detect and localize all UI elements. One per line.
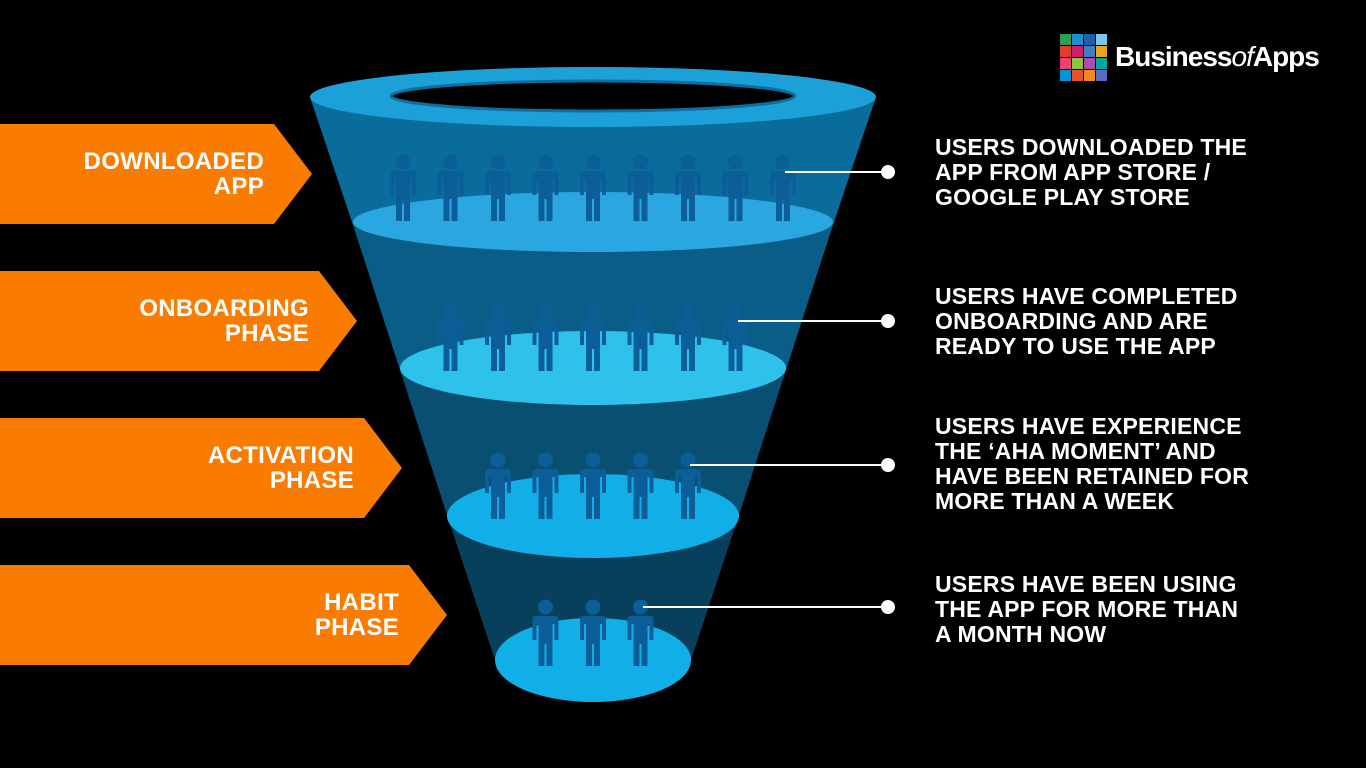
logo-grid-cell [1084, 45, 1095, 57]
person-icon [580, 452, 606, 519]
logo-grid-cell [1072, 69, 1083, 81]
description-line: THE ‘AHA MOMENT’ AND [935, 438, 1216, 464]
person-icon [532, 599, 559, 666]
description-line: USERS HAVE EXPERIENCE [935, 413, 1242, 439]
description-line: USERS HAVE COMPLETED [935, 283, 1238, 309]
phase-label-line2: PHASE [314, 614, 399, 641]
person-icon [627, 599, 654, 666]
phase-arrow-downloaded: DOWNLOADED APP [0, 124, 312, 224]
person-icon [580, 599, 606, 666]
person-icon [532, 304, 559, 371]
logo-grid-cell [1084, 69, 1095, 81]
phase-arrow-habit: HABIT PHASE [0, 565, 447, 665]
person-icon [390, 154, 416, 221]
person-icon [580, 304, 606, 371]
phase-arrow-shape [0, 565, 447, 665]
funnel-band [353, 225, 833, 370]
description-line: USERS DOWNLOADED THE [935, 134, 1247, 160]
person-icon [770, 154, 796, 221]
logo-grid-cell [1060, 57, 1071, 69]
description-line: HAVE BEEN RETAINED FOR [935, 463, 1250, 489]
brand-name-part1: Business [1115, 41, 1232, 72]
person-icon [485, 452, 511, 519]
phase-arrow-onboarding: ONBOARDING PHASE [0, 271, 357, 371]
description-line: GOOGLE PLAY STORE [935, 184, 1190, 210]
phase-label: HABIT PHASE [315, 590, 447, 640]
logo-grid-cell [1072, 33, 1083, 45]
funnel-level-disc [353, 192, 833, 252]
description-line: THE APP FOR MORE THAN [935, 596, 1239, 622]
person-icon [627, 154, 654, 221]
person-icon [722, 154, 749, 221]
phase-arrow-activation: ACTIVATION PHASE [0, 418, 402, 518]
phase-description-onboarding: USERS HAVE COMPLETED ONBOARDING AND ARE … [935, 284, 1335, 359]
person-icon [627, 452, 654, 519]
logo-grid-cell [1096, 45, 1107, 57]
person-icon [722, 304, 749, 371]
funnel-level-disc [447, 474, 739, 558]
description-line: READY TO USE THE APP [935, 333, 1216, 359]
phase-description-activation: USERS HAVE EXPERIENCE THE ‘AHA MOMENT’ A… [935, 414, 1335, 514]
connector-dot [881, 600, 895, 614]
funnel-opening [389, 79, 797, 113]
person-icon [437, 304, 464, 371]
phase-label-line1: HABIT [324, 589, 399, 616]
phase-label-line1: ONBOARDING [139, 295, 309, 322]
phase-description-habit: USERS HAVE BEEN USING THE APP FOR MORE T… [935, 572, 1335, 647]
person-icon [485, 154, 511, 221]
logo-grid-cell [1096, 57, 1107, 69]
logo-grid-cell [1072, 45, 1083, 57]
description-line: A MONTH NOW [935, 621, 1107, 647]
person-icon [532, 452, 559, 519]
phase-arrow-shape [0, 271, 357, 371]
logo-grid-cell [1072, 57, 1083, 69]
phase-label-line2: APP [213, 173, 264, 200]
phase-label-line1: DOWNLOADED [83, 148, 264, 175]
brand-name-part2: of [1231, 41, 1254, 72]
phase-arrow-shape [0, 124, 312, 224]
description-line: ONBOARDING AND ARE [935, 308, 1208, 334]
person-icon [675, 452, 701, 519]
person-icon [532, 154, 559, 221]
person-icon [675, 304, 701, 371]
phase-label: DOWNLOADED APP [84, 149, 312, 199]
brand-name-part3: Apps [1252, 41, 1320, 72]
brand-name: BusinessofApps [1115, 41, 1320, 73]
logo-grid-cell [1060, 69, 1071, 81]
phase-label-line2: PHASE [269, 467, 354, 494]
person-icon [437, 154, 464, 221]
logo-grid-cell [1060, 45, 1071, 57]
phase-label: ONBOARDING PHASE [139, 296, 357, 346]
connector-dot [881, 165, 895, 179]
phase-label-line2: PHASE [224, 320, 309, 347]
connector-dot [881, 314, 895, 328]
description-line: USERS HAVE BEEN USING [935, 571, 1237, 597]
logo-grid-icon [1060, 33, 1107, 81]
phase-description-downloaded: USERS DOWNLOADED THE APP FROM APP STORE … [935, 135, 1335, 210]
person-icon [485, 304, 511, 371]
phase-arrow-shape [0, 418, 402, 518]
description-line: MORE THAN A WEEK [935, 488, 1175, 514]
connector-dot [881, 458, 895, 472]
logo-grid-cell [1084, 33, 1095, 45]
brand-logo: BusinessofApps [1060, 32, 1320, 82]
logo-grid-cell [1084, 57, 1095, 69]
logo-grid-cell [1096, 33, 1107, 45]
person-icon [675, 154, 701, 221]
logo-grid-cell [1060, 33, 1071, 45]
logo-grid-cell [1096, 69, 1107, 81]
description-line: APP FROM APP STORE / [935, 159, 1211, 185]
phase-label: ACTIVATION PHASE [208, 443, 402, 493]
person-icon [580, 154, 606, 221]
phase-label-line1: ACTIVATION [207, 442, 354, 469]
person-icon [627, 304, 654, 371]
